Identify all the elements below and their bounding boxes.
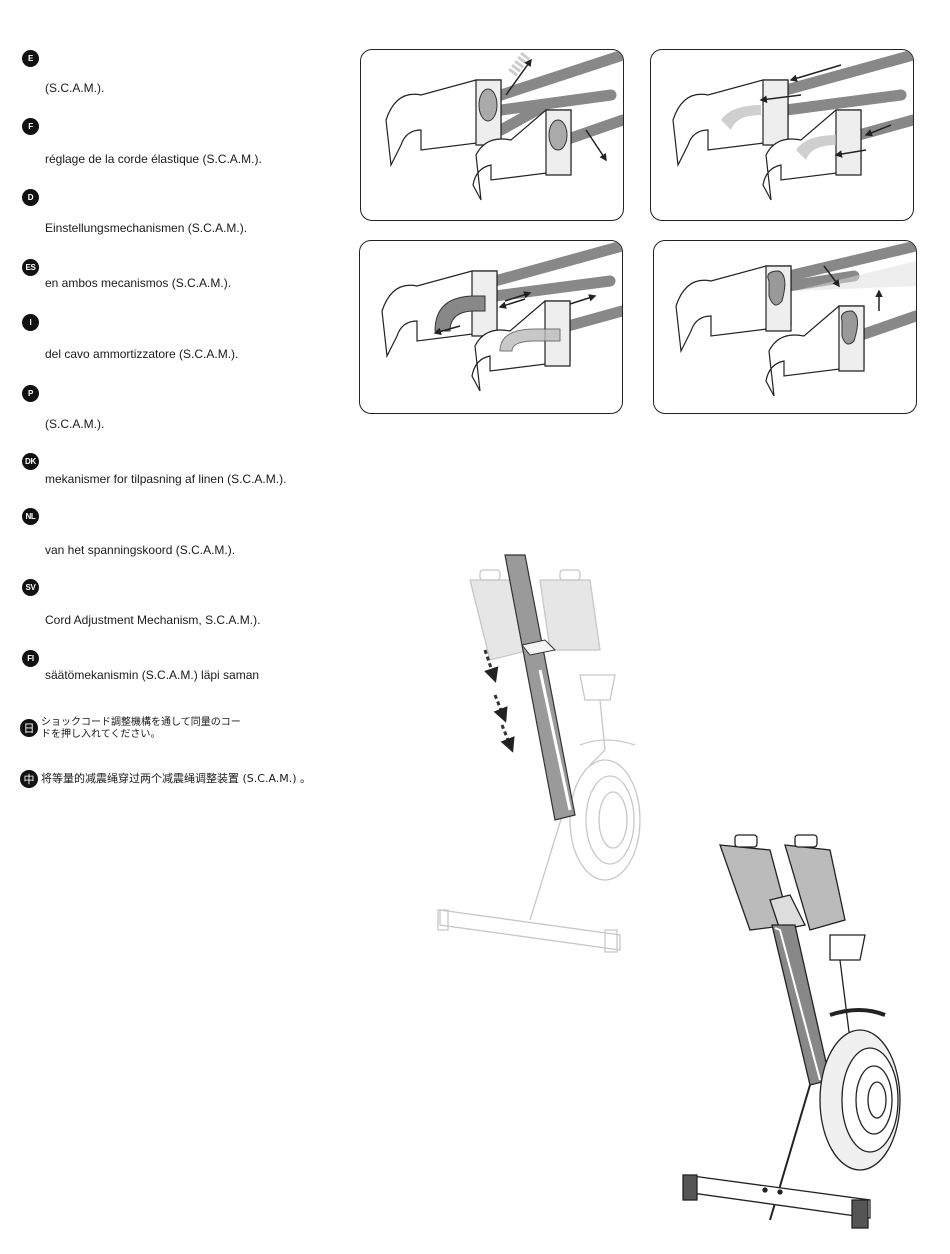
lang-badge-p: P — [22, 385, 39, 402]
instruction-text-dk: mekanismer for tilpasning af linen (S.C.… — [45, 472, 287, 486]
instruction-text-cn: 将等量的减震绳穿过两个减震绳调整装置 (S.C.A.M.) 。 — [41, 772, 312, 785]
lang-badge-i: I — [22, 314, 39, 331]
lang-badge-e: E — [22, 50, 39, 67]
lang-badge-cn: 中 — [20, 770, 38, 788]
instruction-text-jp: ショックコード調整機構を通して同量のコー ドを押し入れてください。 — [41, 717, 241, 741]
scam-diagram-step-1-art — [385, 50, 623, 201]
instruction-text-nl: van het spanningskoord (S.C.A.M.). — [45, 543, 236, 557]
instruction-text-jp-line1: ショックコード調整機構を通して同量のコー — [41, 717, 241, 728]
scam-diagram-step-4-art — [675, 241, 916, 397]
lang-badge-dk: DK — [22, 453, 39, 470]
instruction-text-f: réglage de la corde élastique (S.C.A.M.)… — [45, 152, 262, 166]
scam-diagram-step-3-art — [381, 241, 622, 392]
instruction-text-p: (S.C.A.M.). — [45, 417, 105, 431]
lang-badge-jp: 日 — [20, 719, 38, 737]
instruction-text-d: Einstellungsmechanismen (S.C.A.M.). — [45, 221, 248, 235]
scam-diagram-step-2-art — [672, 50, 913, 201]
instruction-text-sv: Cord Adjustment Mechanism, S.C.A.M.). — [45, 613, 261, 627]
scam-diagram-step-1 — [360, 49, 624, 221]
lang-badge-sv: SV — [22, 579, 39, 596]
lang-badge-fi: FI — [22, 650, 39, 667]
instruction-text-e: (S.C.A.M.). — [45, 81, 105, 95]
rowing-machine-folded-faded — [437, 554, 641, 953]
instruction-text-i: del cavo ammortizzatore (S.C.A.M.). — [45, 347, 239, 361]
scam-diagram-step-2 — [650, 49, 914, 221]
lang-badge-es: ES — [22, 259, 39, 276]
instruction-text-fi: säätömekanismin (S.C.A.M.) läpi saman — [45, 668, 260, 682]
instruction-text-jp-line2: ドを押し入れてください。 — [41, 729, 161, 740]
rowing-machine-assembled — [682, 834, 901, 1229]
instruction-text-es: en ambos mecanismos (S.C.A.M.). — [45, 276, 232, 290]
lang-badge-d: D — [22, 189, 39, 206]
lang-badge-f: F — [22, 118, 39, 135]
lang-badge-nl: NL — [22, 508, 39, 525]
scam-diagram-step-4 — [653, 240, 917, 414]
scam-diagram-step-3 — [359, 240, 623, 414]
